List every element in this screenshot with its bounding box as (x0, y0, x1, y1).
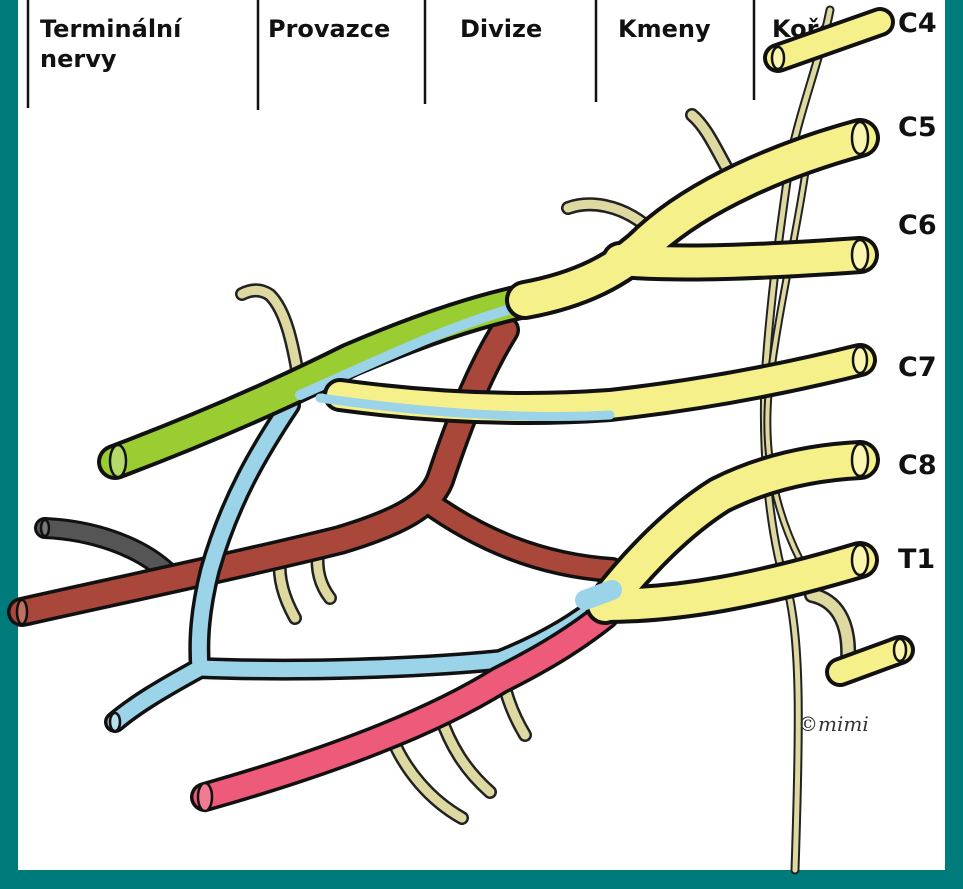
lower-trunk-posterior-fibres (585, 590, 612, 600)
root-label-c8: C8 (898, 450, 937, 481)
branch (440, 715, 490, 792)
cut-end (852, 545, 868, 575)
cut-end (17, 600, 27, 624)
root-label-t1: T1 (898, 544, 935, 575)
root-label-c7: C7 (898, 352, 937, 383)
root-label-c6: C6 (898, 210, 937, 241)
root-label-c4: C4 (898, 8, 937, 39)
header-dividers (28, 0, 754, 110)
vein (45, 528, 170, 575)
cut-end (110, 713, 120, 731)
lower-trunk (585, 460, 860, 605)
branch (242, 290, 298, 375)
upper-trunk (525, 138, 860, 300)
cut-end (852, 122, 868, 154)
cut-end (41, 520, 49, 536)
artist-signature: ©mimi (798, 712, 869, 736)
cut-end (894, 639, 906, 661)
middle-trunk (320, 360, 860, 416)
cut-end (853, 347, 867, 373)
root-label-c5: C5 (898, 112, 937, 143)
branch (568, 204, 645, 225)
cut-end (852, 444, 868, 476)
cut-end (110, 445, 126, 477)
cut-end (198, 783, 212, 811)
branch (812, 595, 848, 660)
cut-end (772, 47, 784, 69)
cut-end (852, 240, 868, 270)
